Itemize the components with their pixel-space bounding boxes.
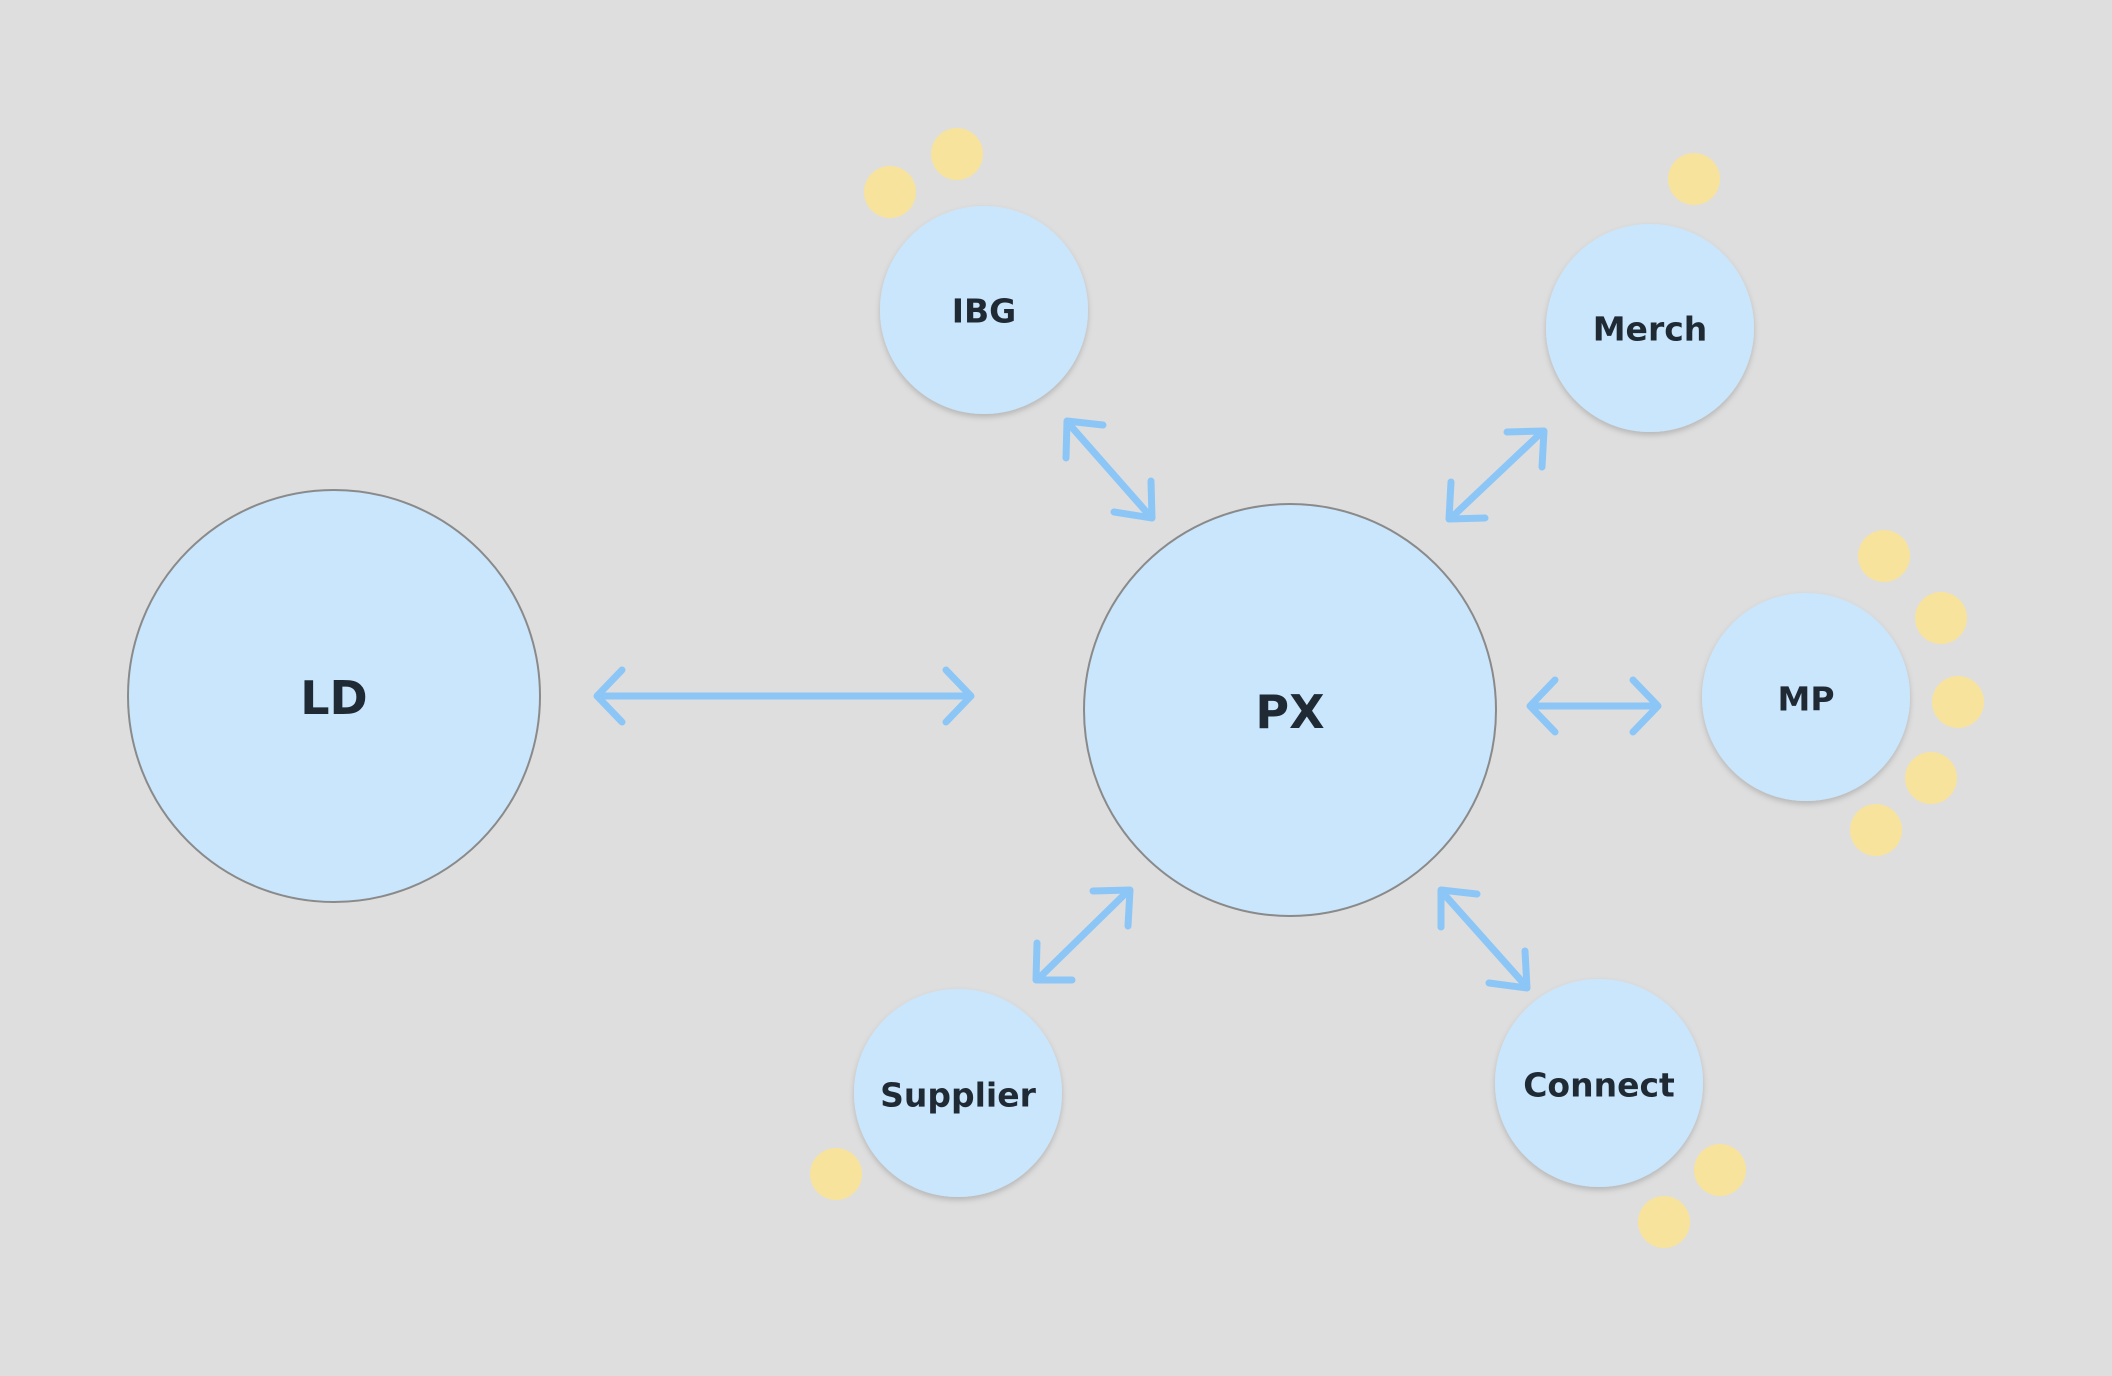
node-connect-circle: [1495, 979, 1703, 1187]
dot-group-mp: [1850, 530, 1984, 856]
node-mp-circle: [1702, 593, 1910, 801]
node-connect: Connect: [1495, 979, 1703, 1187]
node-px-circle: [1083, 503, 1497, 917]
arrow-ld-px: [593, 666, 975, 726]
dot-group-merch: [1668, 153, 1720, 205]
arrow-px-mp: [1526, 676, 1662, 736]
dot: [931, 128, 983, 180]
dot-group-ibg: [864, 128, 983, 218]
node-merch-label: Merch: [1593, 310, 1708, 349]
node-supplier: Supplier: [854, 989, 1062, 1197]
node-ibg: IBG: [880, 206, 1088, 414]
node-supplier-label: Supplier: [880, 1076, 1037, 1115]
arrow-ibg-px: [1062, 417, 1156, 522]
dot-group-supplier: [810, 1148, 862, 1200]
node-mp: MP: [1702, 593, 1910, 801]
node-px: PX: [1083, 503, 1497, 917]
dot: [810, 1148, 862, 1200]
dot-group-connect: [1638, 1144, 1746, 1248]
node-ibg-label: IBG: [952, 292, 1017, 331]
arrow-merch-px: [1445, 427, 1548, 523]
node-merch: Merch: [1546, 224, 1754, 432]
node-ld: LD: [127, 489, 541, 903]
node-ld-label: LD: [300, 671, 368, 725]
dot: [1850, 804, 1902, 856]
node-ibg-circle: [880, 206, 1088, 414]
node-mp-label: MP: [1777, 680, 1834, 719]
dot: [1694, 1144, 1746, 1196]
dot: [1915, 592, 1967, 644]
dot: [1905, 752, 1957, 804]
dot: [1668, 153, 1720, 205]
node-connect-label: Connect: [1523, 1066, 1675, 1105]
arrow-px-connect: [1437, 886, 1531, 992]
node-px-label: PX: [1255, 685, 1324, 739]
dot: [1638, 1196, 1690, 1248]
arrow-supplier-px: [1032, 886, 1134, 984]
dot: [1858, 530, 1910, 582]
node-supplier-circle: [854, 989, 1062, 1197]
dot: [864, 166, 916, 218]
node-merch-circle: [1546, 224, 1754, 432]
dot: [1932, 676, 1984, 728]
node-ld-circle: [127, 489, 541, 903]
